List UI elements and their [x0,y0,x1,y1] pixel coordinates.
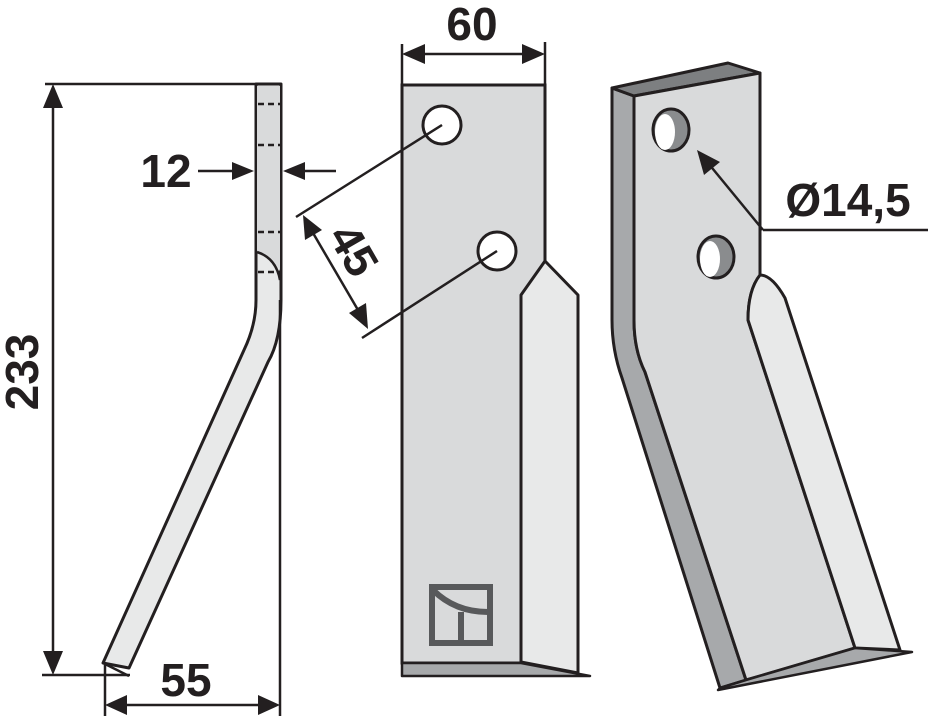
thickness-label: 12 [140,145,191,197]
hole-spacing-label: 45 [319,215,390,285]
manufacturer-logo-icon [429,584,493,646]
perspective-hole-top [651,107,691,153]
front-cutting-bevel [519,259,580,675]
hidden-hole-lines [258,102,280,274]
perspective-blade-face [632,71,857,682]
width-dimension: 60 [400,0,547,86]
hole-diameter-label: Ø14,5 [785,174,910,226]
width-label: 60 [446,0,497,50]
height-dimension: 233 [0,82,258,677]
perspective-view: Ø14,5 [610,61,928,692]
height-label: 233 [0,334,48,411]
offset-label: 55 [160,654,211,706]
perspective-hole-bottom [696,234,736,280]
thickness-dimension: 12 [140,145,336,197]
side-blade-profile [101,82,283,670]
offset-dimension: 55 [103,300,282,716]
hole-diameter-callout: Ø14,5 [697,150,928,232]
front-view: 60 45 [295,0,592,678]
side-view: 233 12 55 [0,82,336,716]
